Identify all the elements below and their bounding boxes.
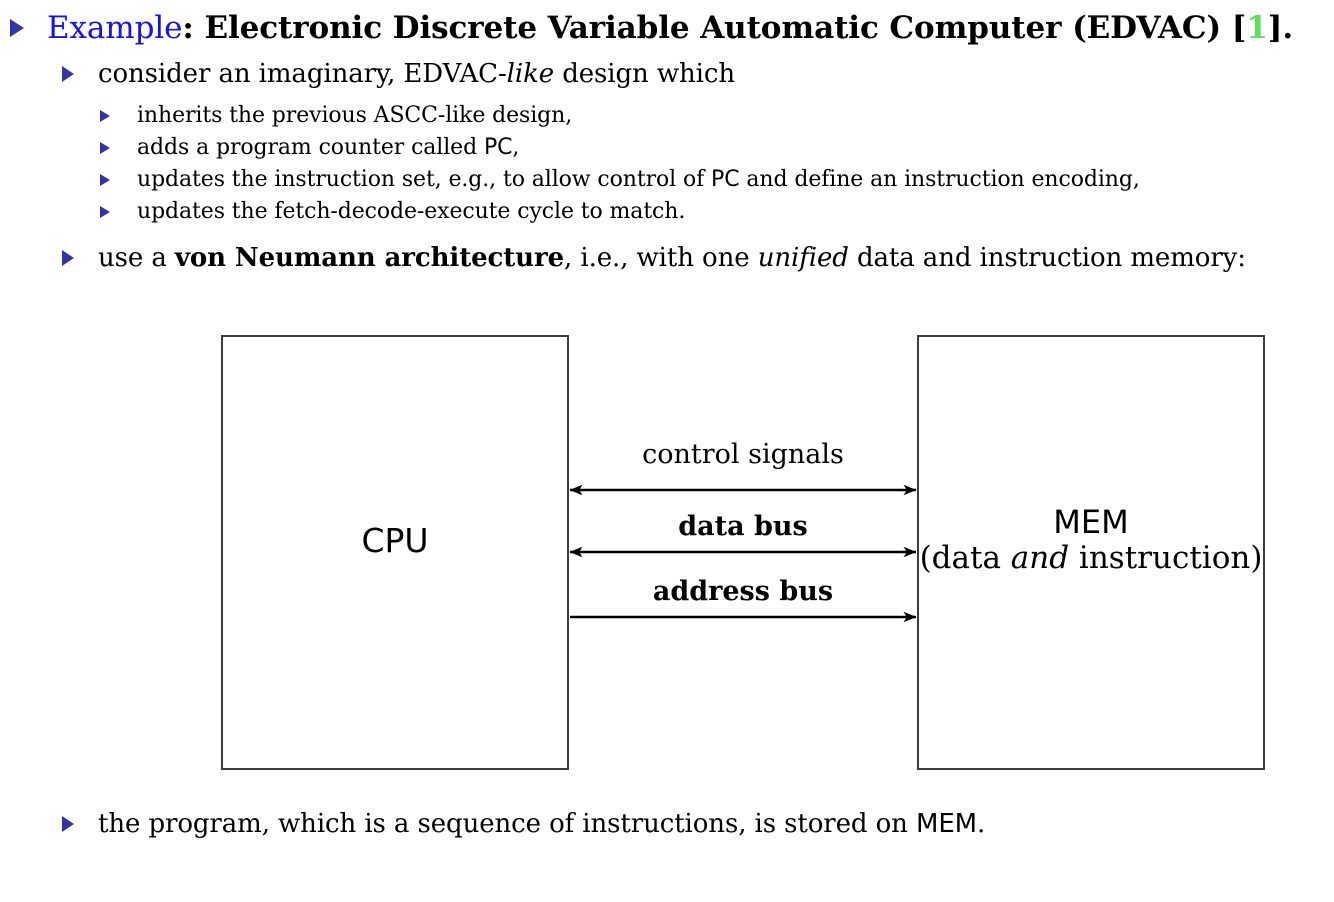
text-fragment: data and instruction memory: [848,243,1246,273]
keyword-example: Example [47,10,183,46]
bullet-example-heading: Example: Electronic Discrete Variable Au… [47,13,1293,44]
heading-separator: : [182,10,194,46]
text-fragment: design which [554,59,735,89]
mem-title: MEM [1053,503,1129,541]
triangle-bullet-icon [100,110,110,122]
mem-subtitle: (data and instruction) [919,539,1263,576]
cpu-label: CPU [361,521,429,560]
text-fragment: updates the instruction set, e.g., to al… [137,167,712,192]
citation-close-bracket: ]. [1267,10,1294,46]
mem-subtitle-and: and [1010,539,1070,576]
text-fragment: the program, which is a sequence of inst… [98,809,916,839]
text-fragment: use a [98,243,175,273]
control-signals-label: control signals [642,439,844,470]
text-fragment: adds a program counter called [137,135,484,160]
bullet-adds-program-counter: adds a program counter called PC, [137,137,519,159]
text-fragment: , i.e., with one [564,243,758,273]
text-fragment: . [976,809,986,839]
triangle-bullet-icon [62,66,74,82]
text-fragment-mono-pc: PC [483,135,513,160]
text-fragment-bold: von Neumann architecture [174,243,565,273]
text-fragment-mono-pc: PC [711,167,740,192]
mem-block: MEM (data and instruction) [917,335,1265,770]
text-fragment-italic: unified [757,243,849,273]
triangle-bullet-icon [62,816,74,832]
bullet-program-stored-on-mem: the program, which is a sequence of inst… [98,811,985,837]
triangle-bullet-icon [100,174,110,186]
triangle-bullet-icon [100,142,110,154]
text-fragment-mono-mem: MEM [915,809,977,839]
text-fragment: inherits the previous ASCC-like design, [137,103,573,128]
bullet-inherits-ascc-design: inherits the previous ASCC-like design, [137,105,572,127]
mem-subtitle-post: instruction) [1069,539,1263,576]
text-fragment: consider an imaginary, EDVAC- [98,59,507,89]
triangle-bullet-icon [100,206,110,218]
heading-title: Electronic Discrete Variable Automatic C… [193,10,1232,46]
text-fragment: updates the fetch-decode-execute cycle t… [137,199,686,224]
triangle-bullet-icon [10,19,24,37]
bullet-updates-instruction-set: updates the instruction set, e.g., to al… [137,169,1140,191]
citation-number[interactable]: 1 [1246,10,1268,46]
bullet-updates-fetch-decode-execute: updates the fetch-decode-execute cycle t… [137,201,685,223]
bullet-von-neumann-architecture: use a von Neumann architecture, i.e., wi… [98,245,1246,271]
data-bus-label: data bus [678,511,808,542]
text-fragment: , [512,135,520,160]
address-bus-label: address bus [652,576,834,607]
mem-subtitle-pre: (data [919,539,1011,576]
text-fragment-italic: like [506,59,555,89]
bullet-consider-edvac-like: consider an imaginary, EDVAC-like design… [98,61,735,87]
triangle-bullet-icon [62,250,74,266]
citation-open-bracket: [ [1231,10,1247,46]
cpu-block: CPU [221,335,569,770]
text-fragment: and define an instruction encoding, [739,167,1140,192]
mem-label: MEM (data and instruction) [919,503,1263,576]
